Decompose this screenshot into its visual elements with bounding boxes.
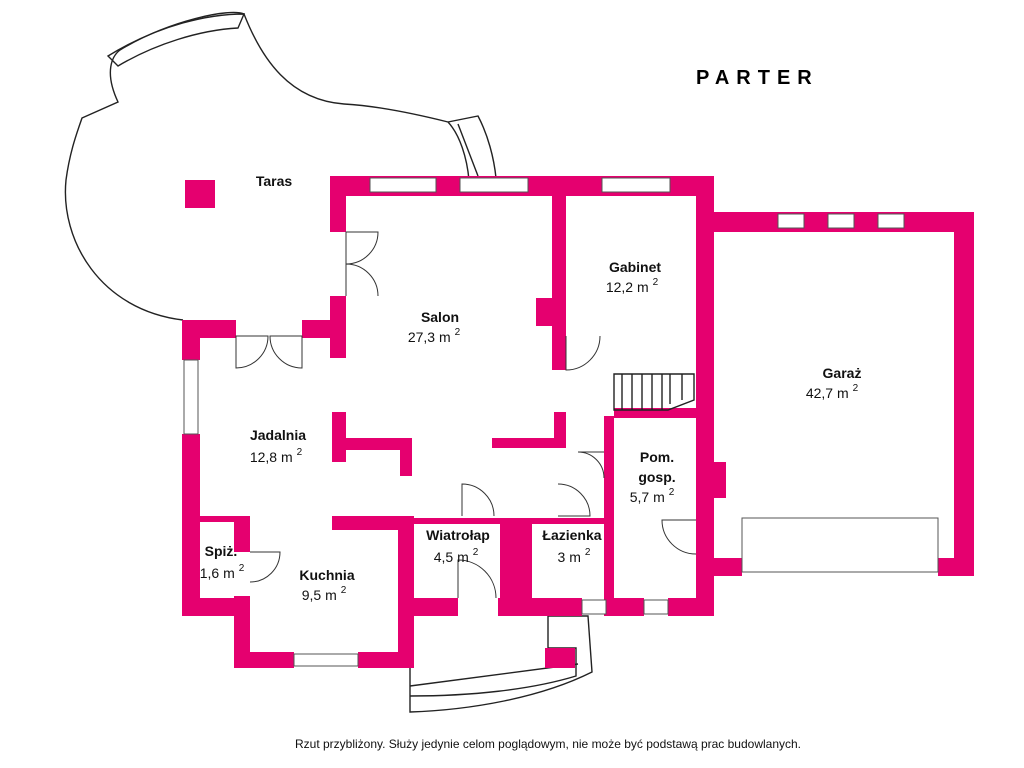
door-lazienka <box>557 483 591 517</box>
terrace-pillar <box>185 180 215 208</box>
room-kuchnia-name: Kuchnia <box>299 567 354 583</box>
wall-bottom-pom-2 <box>668 598 714 616</box>
wall-pom-left <box>604 416 614 616</box>
wall-inner-3 <box>400 438 412 476</box>
wall-garage-pillar <box>706 462 726 498</box>
wall-kitchen-left <box>234 598 250 668</box>
wall-bottom-laz <box>498 598 582 616</box>
plan-title: PARTER <box>696 67 819 89</box>
wall-bath-top <box>412 518 612 524</box>
window-garage-2 <box>827 213 855 229</box>
wall-garage-bottom-left <box>710 558 742 576</box>
stairs <box>613 373 695 411</box>
wall-garage-bottom-right <box>938 558 974 576</box>
window-salon-2 <box>459 177 529 193</box>
wall-inner-2 <box>332 438 412 450</box>
door-gabinet <box>565 335 601 371</box>
room-salon-name: Salon <box>421 309 459 325</box>
wall-jadalnia-top-right <box>302 320 346 338</box>
door-pom <box>577 451 605 479</box>
wall-wiatro-right <box>500 524 526 600</box>
wall-wiatro-laz <box>524 518 532 598</box>
window-garage-1 <box>777 213 805 229</box>
room-jadalnia-name: Jadalnia <box>250 427 306 443</box>
door-spiz <box>249 551 281 583</box>
window-kitchen <box>293 653 359 667</box>
window-bath <box>581 599 607 615</box>
wall-spiz-top <box>196 516 250 522</box>
wall-bottom-wiatro <box>398 598 458 616</box>
door-garage <box>661 519 697 555</box>
terrace-outer-arc <box>106 13 246 67</box>
window-salon-1 <box>369 177 437 193</box>
wall-salon-gabinet <box>552 176 566 370</box>
window-jadalnia <box>183 359 199 435</box>
wall-left-upper <box>182 320 200 360</box>
wall-inner-1 <box>332 412 346 462</box>
door-terrace-lower <box>345 263 379 297</box>
wall-pillar-salon <box>536 298 554 326</box>
wall-kitchen-top <box>332 516 412 530</box>
room-pom-name-1: Pom. <box>640 449 674 465</box>
door-jadalnia-1 <box>235 335 269 369</box>
wall-inner-5 <box>554 412 566 448</box>
entry-pillar <box>545 648 575 668</box>
room-pom-name-2: gosp. <box>638 469 675 485</box>
wall-bottom-left <box>182 598 250 616</box>
wall-inner-4 <box>492 438 566 448</box>
window-pom <box>643 599 669 615</box>
room-gabinet-name: Gabinet <box>609 259 661 275</box>
wall-salon-left-upper <box>330 176 346 232</box>
disclaimer-note: Rzut przybliżony. Służy jedynie celom po… <box>295 737 801 751</box>
door-terrace-upper <box>345 231 379 265</box>
door-entry <box>457 559 497 599</box>
wall-pom-top <box>614 408 704 418</box>
wall-garage-right <box>954 212 974 576</box>
room-lazienka-name: Łazienka <box>542 527 601 543</box>
garage-door <box>741 517 939 573</box>
wall-kitchen-right <box>398 516 414 668</box>
room-wiatrolap-name: Wiatrołap <box>426 527 490 543</box>
window-gabinet <box>601 177 671 193</box>
wall-spiz-right <box>234 516 250 552</box>
window-garage-3 <box>877 213 905 229</box>
wall-kitchen-bottom-left <box>234 652 294 668</box>
room-garaz-name: Garaż <box>823 365 862 381</box>
wall-kitchen-bottom-right <box>358 652 414 668</box>
wall-bottom-pom-1 <box>606 598 644 616</box>
room-spiz-name: Spiż. <box>205 543 238 559</box>
door-wiatrolap <box>461 483 495 517</box>
terrace-outline <box>64 11 470 321</box>
room-taras-name: Taras <box>256 173 293 189</box>
wall-left-lower <box>182 434 200 616</box>
door-jadalnia-2 <box>269 335 303 369</box>
terrace-step-line <box>457 123 479 177</box>
terrace-steps-right <box>447 115 497 181</box>
wall-garage-left <box>696 212 714 614</box>
